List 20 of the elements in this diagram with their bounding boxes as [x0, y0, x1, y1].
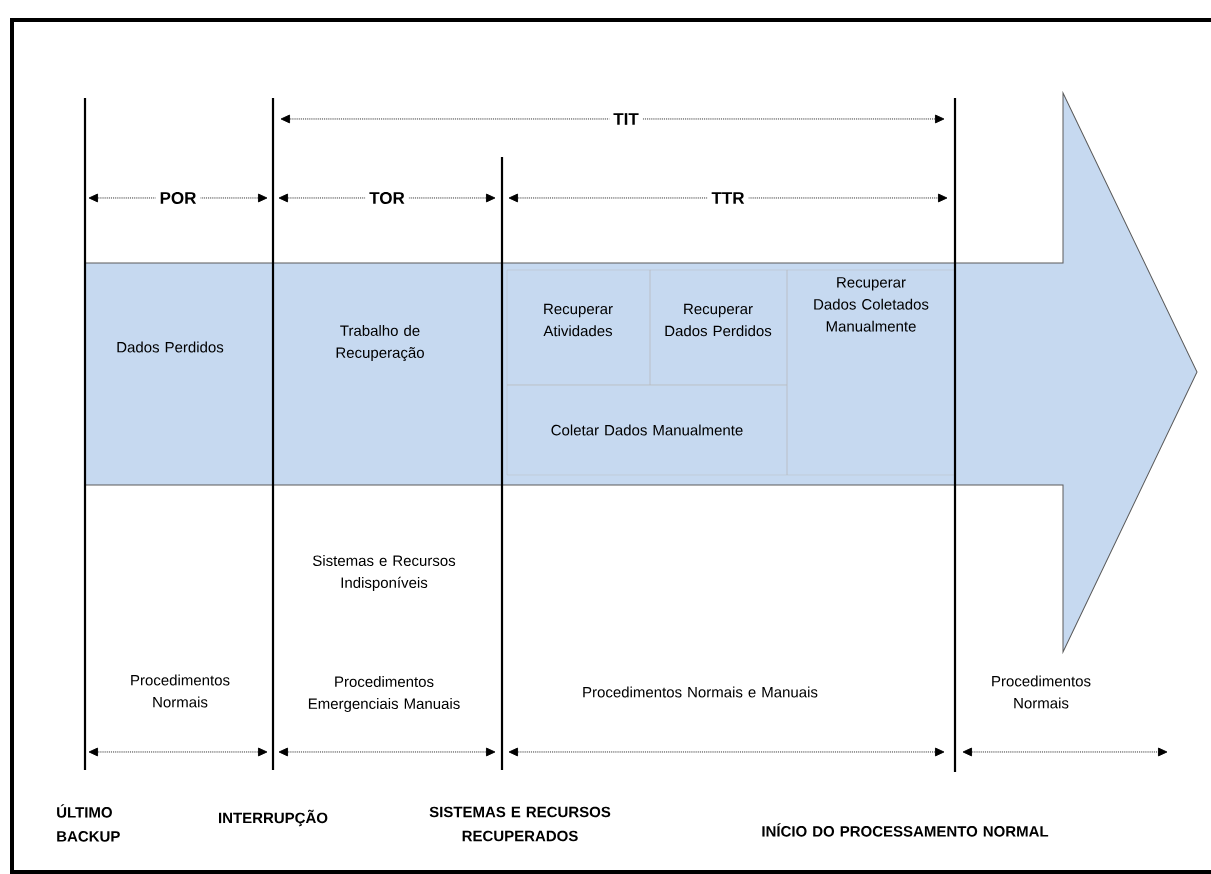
- milestone-label: SISTEMAS E RECURSOS RECUPERADOS: [429, 806, 611, 842]
- interval-label: POR: [155, 188, 201, 208]
- milestone-label: INTERRUPÇÃO: [219, 809, 328, 827]
- phase-text: Procedimentos Normais: [992, 675, 1091, 709]
- band-text: Dados Perdidos: [117, 341, 224, 353]
- phase-text: Procedimentos Normais e Manuais: [583, 686, 818, 698]
- interval-label: TTR: [707, 188, 749, 208]
- activity-cell: Recuperar Dados Coletados Manualmente: [786, 269, 956, 476]
- phase-text: Procedimentos Normais: [131, 674, 230, 708]
- milestone-label: ÚLTIMO BACKUP: [57, 804, 120, 842]
- phase-text: Procedimentos Emergenciais Manuais: [308, 676, 460, 712]
- activity-cell: Coletar Dados Manualmente: [506, 384, 788, 476]
- interval-label: TOR: [365, 188, 409, 208]
- milestone-label: INÍCIO DO PROCESSAMENTO NORMAL: [762, 823, 1049, 837]
- phase-text: Sistemas e Recursos Indisponíveis: [313, 555, 456, 591]
- timeline-arrow: [84, 92, 1198, 653]
- interval-label: TIT: [609, 109, 643, 129]
- band-text: Trabalho de Recuperação: [336, 324, 424, 361]
- activity-cell: Recuperar Dados Perdidos: [649, 269, 788, 386]
- activity-cell: Recuperar Atividades: [506, 269, 651, 386]
